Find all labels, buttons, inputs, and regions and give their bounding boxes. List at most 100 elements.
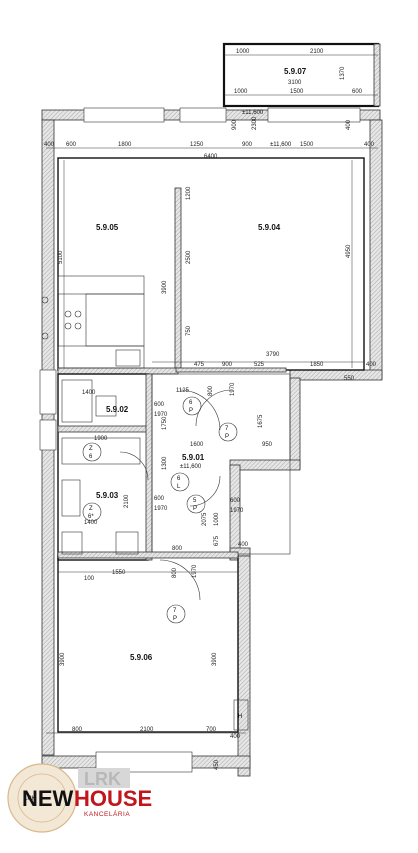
dim-label: 600 xyxy=(154,496,165,502)
dim-label: 2300 xyxy=(252,116,258,130)
svg-text:KANCELÁRIA: KANCELÁRIA xyxy=(84,809,130,818)
svg-text:6: 6 xyxy=(189,400,193,406)
level-mark: ±11,600 xyxy=(180,464,202,470)
dim-label: 1970 xyxy=(230,382,236,396)
dim-label: 3900 xyxy=(212,652,218,666)
dim-label: 2075 xyxy=(202,512,208,526)
door-marker: Z 6* xyxy=(82,502,102,522)
dim-label: 100 xyxy=(84,576,95,582)
room-label-5-9-05: 5.9.05 xyxy=(96,223,119,232)
dim-label: 1970 xyxy=(192,564,198,578)
dim-label: 400 xyxy=(238,542,249,548)
dim-label: 1400 xyxy=(84,520,98,526)
dim-label: 800 xyxy=(172,567,178,578)
door-marker: 6 L xyxy=(170,472,190,492)
dim-label: 600 xyxy=(230,498,241,504)
dim-label: 1550 xyxy=(112,570,126,576)
level-mark: ±11,600 xyxy=(270,142,292,148)
heater-label: H xyxy=(238,714,242,720)
dim-label: 900 xyxy=(222,362,233,368)
dim-label: 675 xyxy=(214,535,220,546)
dim-label: 400 xyxy=(364,142,375,148)
dim-label: 1970 xyxy=(154,506,168,512)
svg-text:HOUSE: HOUSE xyxy=(74,786,152,811)
dim-label: 3900 xyxy=(162,280,168,294)
door-marker: Z 6 xyxy=(82,442,102,462)
dim-label: 1370 xyxy=(340,66,346,80)
svg-text:6: 6 xyxy=(89,454,93,460)
door-marker: 7 P xyxy=(218,422,238,442)
dim-label: 1850 xyxy=(310,362,324,368)
dim-label: 2100 xyxy=(140,727,154,733)
dim-label: 5100 xyxy=(58,250,64,264)
svg-text:LRK: LRK xyxy=(24,796,36,802)
svg-text:P: P xyxy=(173,616,177,622)
level-mark: ±11,600 xyxy=(242,110,264,116)
dim-label: 400 xyxy=(44,142,55,148)
dim-label: 1900 xyxy=(94,436,108,442)
lrk-mark-logo: LRK xyxy=(78,768,130,789)
dim-label: 400 xyxy=(230,734,241,740)
dim-label: 2100 xyxy=(310,49,324,55)
room-label-5-9-07: 5.9.07 xyxy=(284,67,307,76)
dim-label: 600 xyxy=(154,402,165,408)
svg-text:P: P xyxy=(225,434,229,440)
dim-label: 475 xyxy=(194,362,205,368)
outer-walls xyxy=(39,107,383,777)
dim-label: 550 xyxy=(344,376,355,382)
dim-label: 1000 xyxy=(214,512,220,526)
svg-text:7: 7 xyxy=(173,608,177,614)
dim-label: 6400 xyxy=(204,154,218,160)
dim-label: 800 xyxy=(172,546,183,552)
dim-label: 600 xyxy=(352,89,363,95)
svg-text:NEW: NEW xyxy=(22,786,74,811)
svg-text:L: L xyxy=(177,484,181,490)
dim-label: 525 xyxy=(254,362,265,368)
dim-label: 1750 xyxy=(162,416,168,430)
dim-label: 2100 xyxy=(124,494,130,508)
association-seal-logo: LRK xyxy=(7,763,77,833)
svg-text:6*: 6* xyxy=(88,514,94,520)
dim-label: 1600 xyxy=(190,442,204,448)
dim-label: 800 xyxy=(72,727,83,733)
inner-walls xyxy=(41,157,365,733)
dim-label: 1400 xyxy=(82,390,96,396)
dim-label: 1500 xyxy=(300,142,314,148)
dim-label: 900 xyxy=(242,142,253,148)
svg-text:5: 5 xyxy=(193,498,197,504)
dim-label: 600 xyxy=(66,142,77,148)
dim-label: 1200 xyxy=(186,186,192,200)
dim-label: 700 xyxy=(206,727,217,733)
svg-text:P: P xyxy=(189,408,193,414)
dim-label: 1675 xyxy=(258,414,264,428)
svg-text:Z: Z xyxy=(89,446,93,452)
dim-label: 1970 xyxy=(230,508,244,514)
dim-label: 1250 xyxy=(190,142,204,148)
door-marker: 5 P xyxy=(186,494,206,514)
room-label-5-9-03: 5.9.03 xyxy=(96,491,119,500)
dim-label: 2500 xyxy=(186,250,192,264)
room-label-5-9-02: 5.9.02 xyxy=(106,405,129,414)
dim-label: 1800 xyxy=(118,142,132,148)
room-label-5-9-01: 5.9.01 xyxy=(182,453,205,462)
room-label-5-9-06: 5.9.06 xyxy=(130,653,153,662)
door-marker: 7 P xyxy=(166,604,186,624)
dim-label: 1125 xyxy=(176,388,190,394)
dim-label: 1000 xyxy=(234,89,248,95)
svg-text:Z: Z xyxy=(89,506,93,512)
dim-label: 1000 xyxy=(236,49,250,55)
door-marker: 6 P xyxy=(182,396,202,416)
dim-label: 400 xyxy=(366,362,377,368)
dim-label: 750 xyxy=(186,325,192,336)
room-label-5-9-04: 5.9.04 xyxy=(258,223,281,232)
svg-text:7: 7 xyxy=(225,426,229,432)
dim-label: 450 xyxy=(214,759,220,770)
dim-label: 900 xyxy=(232,119,238,130)
svg-text:6: 6 xyxy=(177,476,181,482)
dim-label: 4950 xyxy=(346,244,352,258)
dim-label: 1500 xyxy=(290,89,304,95)
dim-label: 3100 xyxy=(288,80,302,86)
dim-label: 1970 xyxy=(154,412,168,418)
dim-label: 3900 xyxy=(60,652,66,666)
